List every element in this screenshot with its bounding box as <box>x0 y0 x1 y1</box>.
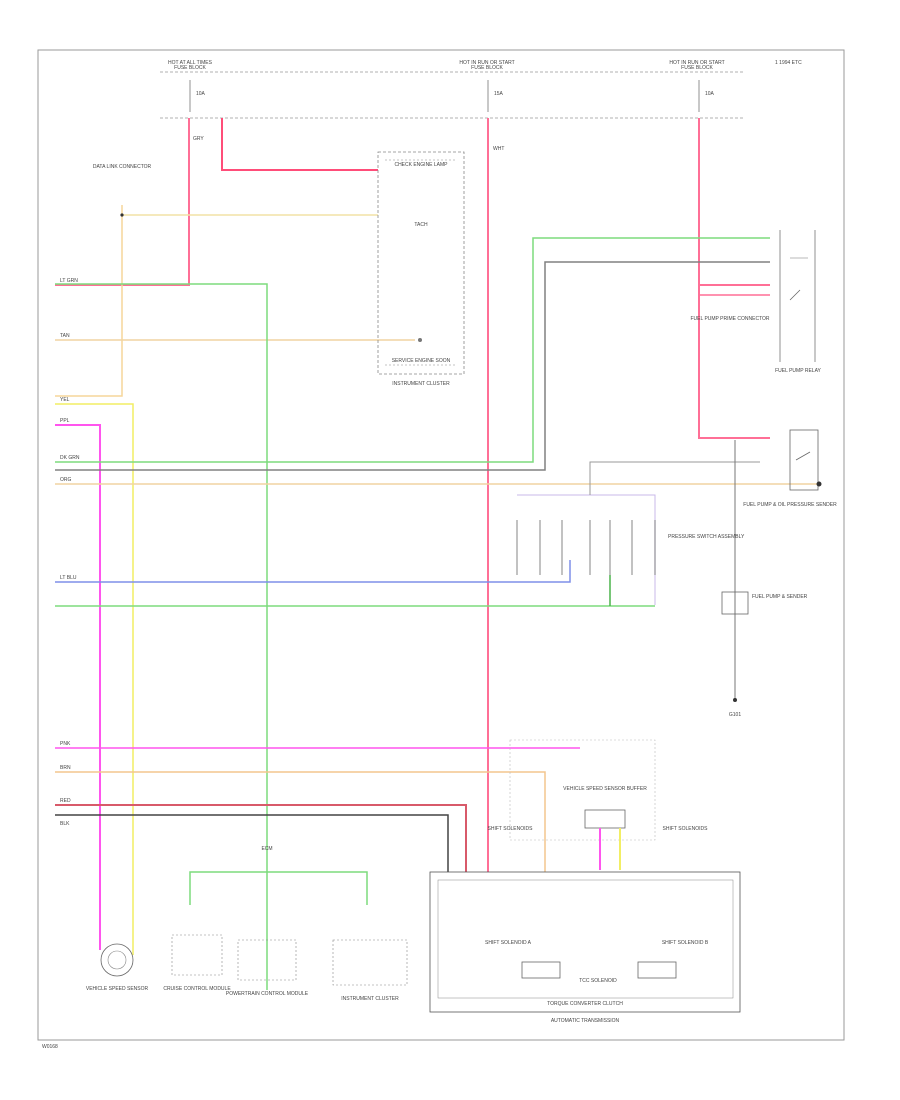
pcm-module: POWERTRAIN CONTROL MODULE <box>226 939 309 997</box>
feed-3-sub: FUSE BLOCK <box>681 65 713 71</box>
wire-label-org: ORG <box>60 477 72 483</box>
wire-label-pnk: PNK <box>60 741 71 747</box>
wire-red-trans <box>55 804 467 872</box>
ground-label: G101 <box>729 712 741 718</box>
wire-green-vss <box>55 283 268 990</box>
solenoid-a-label: SHIFT SOLENOID A <box>485 940 532 946</box>
shift-solenoids-label-1: SHIFT SOLENOIDS <box>488 826 534 832</box>
transmission-label: AUTOMATIC TRANSMISSION <box>551 1018 620 1024</box>
data-link-splice-icon <box>120 213 124 217</box>
cluster-lamp-icon <box>418 338 422 342</box>
fuel-pump-relay: FUEL PUMP RELAY <box>775 230 822 374</box>
instrument-panel-module: INSTRUMENT CLUSTER <box>332 939 408 1002</box>
switch-array: PRESSURE SWITCH ASSEMBLY <box>516 520 745 575</box>
shift-solenoids-label-2: SHIFT SOLENOIDS <box>663 826 709 832</box>
cluster-mid-label: TACH <box>414 222 428 228</box>
wire-label-dkgrn: DK GRN <box>60 455 80 461</box>
pcm-label: POWERTRAIN CONTROL MODULE <box>226 991 309 997</box>
cruise-module: CRUISE CONTROL MODULE <box>163 934 231 992</box>
fuse-3: 10A <box>698 80 715 112</box>
feed-3-name: HOT IN RUN OR START <box>669 60 724 66</box>
wire-label-ltgrn: LT GRN <box>60 278 78 284</box>
wire-label-tan: TAN <box>60 333 70 339</box>
diagram-border <box>37 49 845 1041</box>
wire-label-wht: WHT <box>493 146 504 152</box>
transmission-region <box>509 739 656 841</box>
wire-tan-datalink <box>55 205 123 397</box>
trans-pressure-label: PRESSURE SWITCH ASSEMBLY <box>668 534 745 540</box>
cruise-label: CRUISE CONTROL MODULE <box>163 986 231 992</box>
wire-green-relay <box>55 237 770 463</box>
fuse-2: 15A <box>487 80 504 112</box>
vss-label: VEHICLE SPEED SENSOR <box>86 986 149 992</box>
ground-icon <box>733 698 737 702</box>
fuel-pump-relay-label: FUEL PUMP RELAY <box>775 368 821 374</box>
data-link-label: DATA LINK CONNECTOR <box>93 164 152 170</box>
corner-code: 1 1994 ETC <box>775 60 802 66</box>
feed-2-sub: FUSE BLOCK <box>471 65 503 71</box>
oil-pressure-sender-box <box>789 429 819 491</box>
cluster-bottom-label: SERVICE ENGINE SOON <box>392 358 451 364</box>
wire-label-yel: YEL <box>60 397 70 403</box>
instrument-cluster-box <box>377 151 465 375</box>
wire-red-relay-2 <box>698 285 770 439</box>
vss-sensor: VEHICLE SPEED SENSOR <box>86 943 149 992</box>
wire-label-blk: BLK <box>60 821 70 827</box>
wire-label-brn: BRN <box>60 765 71 771</box>
fuse-3-label: 10A <box>705 91 715 97</box>
wire-pink-fuse1 <box>55 118 190 286</box>
fuel-pump-primer-label: FUEL PUMP PRIME CONNECTOR <box>690 316 769 322</box>
wire-red-relay <box>698 118 770 286</box>
instrument-panel-label: INSTRUMENT CLUSTER <box>341 996 399 1002</box>
fuse-1: 10A <box>189 80 206 112</box>
wire-gray-switches <box>589 461 760 495</box>
cluster-top-label: CHECK ENGINE LAMP <box>394 162 448 168</box>
wire-label-red: RED <box>60 798 71 804</box>
oil-pressure-label: FUEL PUMP & OIL PRESSURE SENDER <box>743 502 837 508</box>
transmission-assembly: SHIFT SOLENOID A SHIFT SOLENOID B TCC SO… <box>429 871 741 1024</box>
fuel-pump-box <box>721 591 749 615</box>
instrument-cluster-label: INSTRUMENT CLUSTER <box>392 381 450 387</box>
wire-lavender <box>517 494 656 605</box>
trans-sensor-box <box>584 809 626 829</box>
ecm-label: ECM <box>261 846 272 852</box>
wire-gray-relay <box>55 261 770 471</box>
wire-label-ltblu: LT BLU <box>60 575 77 581</box>
tcc-label: TCC SOLENOID <box>579 978 617 984</box>
torque-switch-label: TORQUE CONVERTER CLUTCH <box>547 1001 623 1007</box>
wire-red-cluster <box>221 118 378 171</box>
wire-black-trans <box>55 814 449 872</box>
wire-green-modules <box>189 871 368 905</box>
fuse-2-label: 15A <box>494 91 504 97</box>
solenoid-a-box <box>521 961 561 979</box>
feed-1-sub: FUSE BLOCK <box>174 65 206 71</box>
solenoid-b-box <box>637 961 677 979</box>
wire-yellow <box>55 403 134 955</box>
fuse-1-label: 10A <box>196 91 206 97</box>
oil-pressure-ground-icon <box>816 481 822 487</box>
wire-label-ppl: PPL <box>60 418 70 424</box>
feed-2-name: HOT IN RUN OR START <box>459 60 514 66</box>
footer-code: W0168 <box>42 1044 58 1050</box>
wire-label-gry: GRY <box>193 136 204 142</box>
wire-orange-trans <box>55 771 546 872</box>
fuel-pump-label: FUEL PUMP & SENDER <box>752 594 808 600</box>
wire-magenta <box>55 424 101 950</box>
buffer-label: VEHICLE SPEED SENSOR BUFFER <box>563 786 647 792</box>
feed-1-name: HOT AT ALL TIMES <box>168 60 213 66</box>
wire-blue <box>55 560 571 583</box>
solenoid-b-label: SHIFT SOLENOID B <box>662 940 709 946</box>
